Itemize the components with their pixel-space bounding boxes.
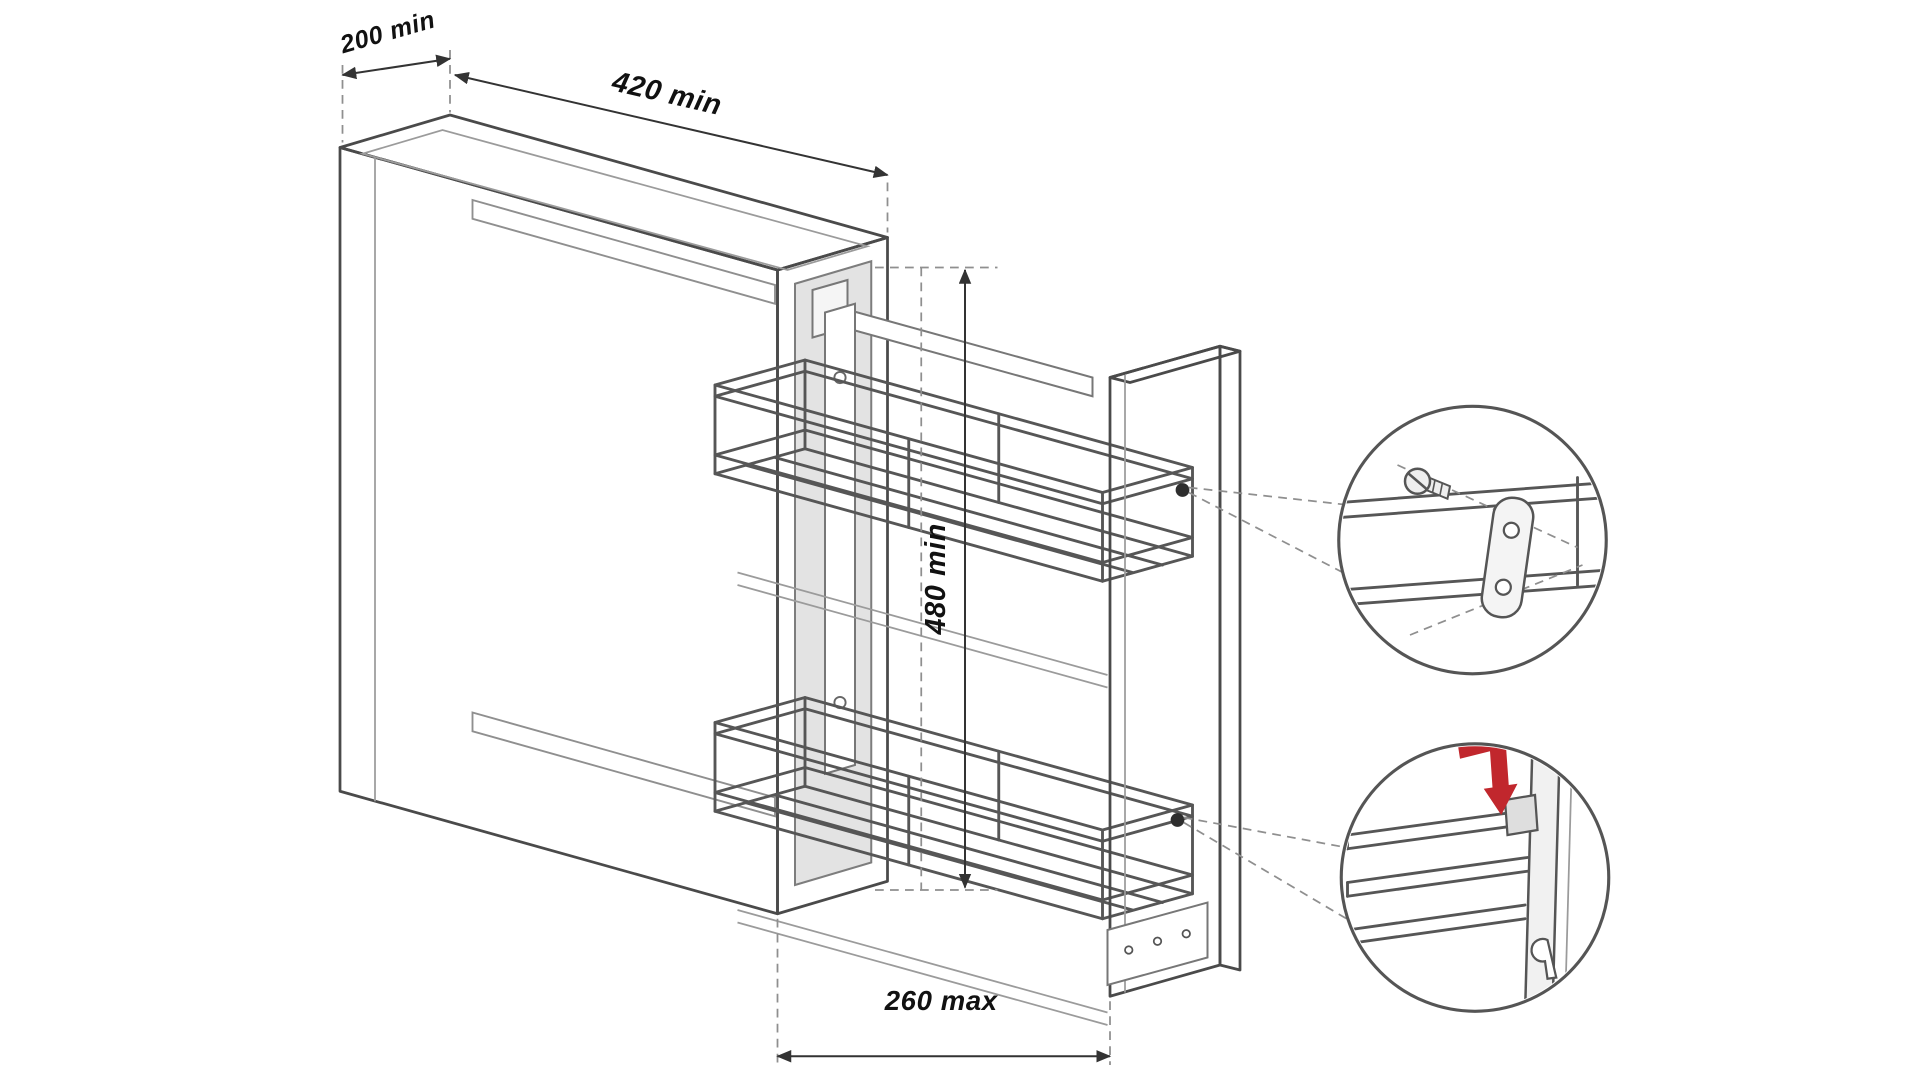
cabinet-top-inset <box>359 129 871 271</box>
dimension-depth-420: 420 min <box>453 65 889 233</box>
dimension-height-480: 480 min <box>875 266 998 891</box>
wire-basket-bottom <box>713 696 1194 921</box>
dimension-extension-260: 260 max <box>776 918 1112 1065</box>
callout-leaders <box>1170 483 1353 921</box>
screw-icon <box>1403 467 1452 501</box>
dimension-width-200: 200 min <box>336 5 452 143</box>
dim-width-label: 200 min <box>336 5 438 59</box>
dim-extension-label: 260 max <box>884 985 999 1016</box>
panel-top-edge <box>1108 344 1242 384</box>
panel-face <box>1108 344 1222 998</box>
wire-basket-top <box>713 358 1194 583</box>
basket-slide-top <box>737 571 1108 689</box>
rail-clip-block <box>1503 793 1539 837</box>
panel-edge <box>1218 344 1242 972</box>
keyhole-slot <box>1530 937 1558 981</box>
foot-screw-2 <box>1152 936 1163 946</box>
side-rail-top <box>471 198 776 305</box>
mount-point-bottom <box>1170 813 1185 827</box>
panel-foot-bracket <box>1106 901 1209 987</box>
callout-bracket-detail <box>1337 404 1608 676</box>
callout-circle-top <box>1337 404 1608 676</box>
pullout-front-panel <box>1106 344 1242 998</box>
basket-slide-bottom <box>737 909 1108 1026</box>
dim-depth-label: 420 min <box>608 65 725 121</box>
mounting-bracket <box>1480 496 1535 619</box>
insert-direction-arrow-icon <box>1457 746 1518 815</box>
mount-point-top <box>1175 483 1190 497</box>
dim-height-label: 480 min <box>920 523 952 635</box>
side-rail-bottom <box>471 711 776 818</box>
cabinet-front-frame <box>776 236 889 916</box>
foot-screw-3 <box>1181 929 1191 939</box>
cabinet-carcass <box>338 113 889 916</box>
callout-clip-detail <box>1339 742 1611 1013</box>
foot-screw-1 <box>1124 945 1134 955</box>
